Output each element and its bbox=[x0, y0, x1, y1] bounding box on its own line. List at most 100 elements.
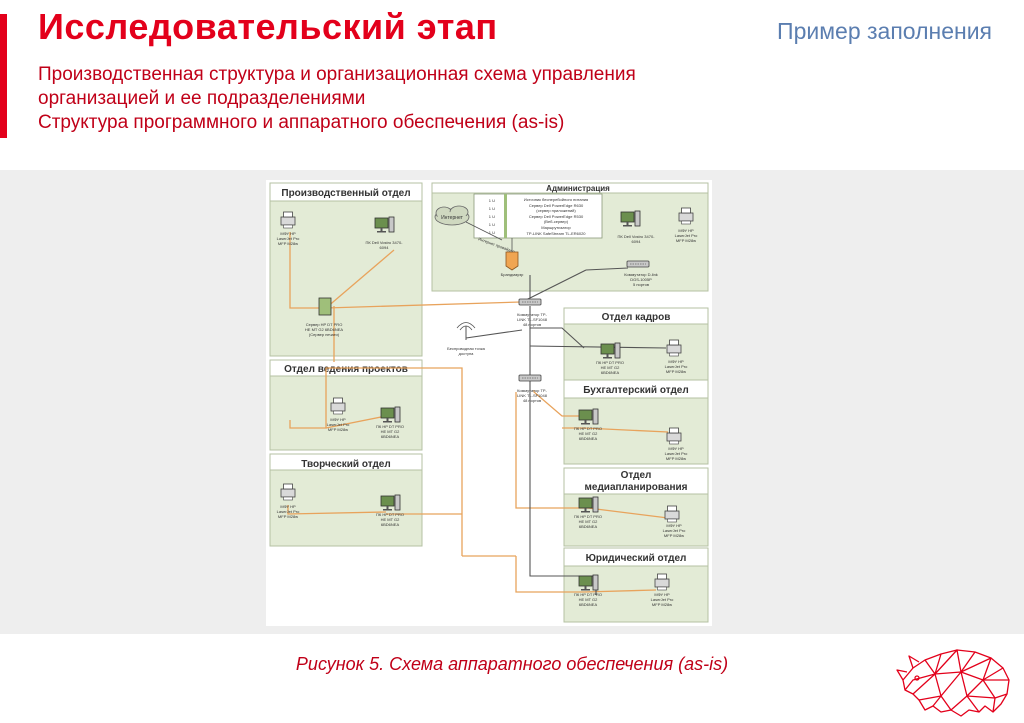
svg-text:HE MT G2: HE MT G2 bbox=[381, 517, 401, 522]
department-label: Администрация bbox=[546, 184, 610, 193]
svg-text:HE MT G2 6BD6NEA: HE MT G2 6BD6NEA bbox=[305, 327, 343, 332]
media-printer: МФУ HP LaserJet Pro MFP M28w bbox=[663, 505, 686, 538]
projects-pc: ПК HP DT PRO HE MT G2 6BD6NEA bbox=[376, 406, 404, 439]
switch-icon bbox=[518, 298, 542, 306]
subtitle-line: Производственная структура и организацио… bbox=[38, 64, 636, 85]
department-label: медиапланирования bbox=[585, 482, 688, 493]
department-box bbox=[269, 359, 423, 451]
accounting-printer: МФУ HP LaserJet Pro MFP M28w bbox=[665, 427, 688, 461]
svg-text:ПК HP DT PRO: ПК HP DT PRO bbox=[574, 426, 602, 431]
svg-text:1 U: 1 U bbox=[489, 206, 495, 211]
orange-cables bbox=[287, 232, 669, 593]
svg-text:MFP M28w: MFP M28w bbox=[666, 456, 686, 461]
svg-text:ПК Dell Vostro 3470-: ПК Dell Vostro 3470- bbox=[618, 234, 656, 239]
svg-text:ПК HP DT PRO: ПК HP DT PRO bbox=[376, 424, 404, 429]
page-title: Исследовательский этап bbox=[38, 6, 498, 47]
svg-text:6094: 6094 bbox=[632, 239, 642, 244]
svg-text:MFP M28w: MFP M28w bbox=[666, 369, 686, 374]
svg-text:6BD6NEA: 6BD6NEA bbox=[381, 522, 400, 527]
switch-secondary: Коммутатор TP- LINK TL-SF1048 48 портов bbox=[517, 374, 548, 403]
department-label: Бухгалтерский отдел bbox=[583, 385, 688, 396]
svg-text:HE MT G2: HE MT G2 bbox=[601, 365, 621, 370]
svg-text:1 U: 1 U bbox=[489, 222, 495, 227]
svg-text:LaserJet Pro: LaserJet Pro bbox=[277, 236, 300, 241]
svg-text:LaserJet Pro: LaserJet Pro bbox=[665, 364, 688, 369]
page-subtitle: Производственная структура и организацио… bbox=[38, 63, 798, 135]
svg-text:MFP M28w: MFP M28w bbox=[278, 241, 298, 246]
svg-text:MFP M28w: MFP M28w bbox=[278, 514, 298, 519]
svg-text:DGS-1005P: DGS-1005P bbox=[630, 277, 652, 282]
svg-text:(сервер приложений): (сервер приложений) bbox=[536, 208, 576, 213]
department-label: Творческий отдел bbox=[301, 459, 390, 470]
svg-text:LINK TL-SF1048: LINK TL-SF1048 bbox=[517, 317, 548, 322]
svg-text:доступа: доступа bbox=[459, 351, 475, 356]
legal-printer: МФУ HP LaserJet Pro MFP M28w bbox=[651, 573, 674, 607]
svg-text:MFP M28w: MFP M28w bbox=[328, 427, 348, 432]
switch-main: Коммутатор TP- LINK TL-SF1048 48 портов bbox=[517, 298, 548, 327]
admin-pc: ПК Dell Vostro 3470- 6094 bbox=[618, 210, 656, 244]
print-server: Сервер HP DT PRO HE MT G2 6BD6NEA (Серве… bbox=[305, 297, 343, 337]
svg-text:МФУ HP: МФУ HP bbox=[280, 231, 296, 236]
svg-text:Коммутатор D-link: Коммутатор D-link bbox=[624, 272, 658, 277]
svg-text:(Сервер печати): (Сервер печати) bbox=[309, 332, 340, 337]
svg-text:1 U: 1 U bbox=[489, 214, 495, 219]
svg-text:6BD6NEA: 6BD6NEA bbox=[381, 434, 400, 439]
department-label: Юридический отдел bbox=[586, 553, 687, 564]
media-pc: ПК HP DT PRO HE MT G2 6BD6NEA bbox=[574, 496, 602, 529]
svg-text:1 U: 1 U bbox=[489, 230, 495, 235]
figure-caption: Рисунок 5. Схема аппаратного обеспечения… bbox=[295, 654, 729, 674]
svg-text:Сервер Dell PowerEdge R530: Сервер Dell PowerEdge R530 bbox=[529, 214, 584, 219]
accent-bar bbox=[0, 14, 7, 138]
svg-text:LaserJet Pro: LaserJet Pro bbox=[277, 509, 300, 514]
svg-text:LaserJet Pro: LaserJet Pro bbox=[675, 233, 698, 238]
svg-text:ПК Dell Vostro 3470-: ПК Dell Vostro 3470- bbox=[366, 240, 404, 245]
prod-printer: МФУ HP LaserJet Pro MFP M28w bbox=[277, 211, 300, 246]
hr-printer: МФУ HP LaserJet Pro MFP M28w bbox=[665, 339, 688, 374]
svg-text:HE MT G2: HE MT G2 bbox=[579, 431, 599, 436]
svg-text:МФУ HP: МФУ HP bbox=[678, 228, 694, 233]
server-icon bbox=[318, 297, 332, 316]
svg-text:Брандмауэр: Брандмауэр bbox=[501, 272, 525, 277]
svg-text:ПК HP DT PRO: ПК HP DT PRO bbox=[596, 360, 624, 365]
department-box bbox=[563, 379, 709, 465]
svg-text:МФУ HP: МФУ HP bbox=[668, 359, 684, 364]
department-box bbox=[563, 467, 709, 547]
department-box bbox=[563, 307, 709, 383]
svg-text:LaserJet Pro: LaserJet Pro bbox=[327, 422, 350, 427]
svg-text:MFP M28w: MFP M28w bbox=[676, 238, 696, 243]
switch-icon bbox=[626, 260, 650, 268]
subtitle-line: Структура программного и аппаратного обе… bbox=[38, 112, 565, 133]
svg-text:Маршрутизатор: Маршрутизатор bbox=[541, 225, 571, 230]
svg-text:LaserJet Pro: LaserJet Pro bbox=[665, 451, 688, 456]
svg-text:48 портов: 48 портов bbox=[523, 398, 541, 403]
department-label: Отдел bbox=[621, 470, 652, 481]
rhino-logo bbox=[896, 649, 1010, 717]
creative-pc: ПК HP DT PRO HE MT G2 6BD6NEA bbox=[376, 494, 404, 527]
svg-text:5 портов: 5 портов bbox=[633, 282, 649, 287]
svg-text:МФУ HP: МФУ HP bbox=[330, 417, 346, 422]
svg-text:МФУ HP: МФУ HP bbox=[280, 504, 296, 509]
admin-printer: МФУ HP LaserJet Pro MFP M28w bbox=[675, 207, 698, 243]
svg-text:МФУ HP: МФУ HP bbox=[668, 446, 684, 451]
projects-printer: МФУ HP LaserJet Pro MFP M28w bbox=[327, 397, 350, 432]
wifi-icon bbox=[459, 325, 473, 331]
svg-text:6BD6NEA: 6BD6NEA bbox=[601, 370, 620, 375]
svg-text:6BD6NEA: 6BD6NEA bbox=[579, 524, 598, 529]
svg-text:TP-LINK SafeStream TL-ER6020: TP-LINK SafeStream TL-ER6020 bbox=[526, 231, 586, 236]
firewall-icon: Брандмауэр bbox=[501, 251, 525, 277]
accounting-pc: ПК HP DT PRO HE MT G2 6BD6NEA bbox=[574, 408, 602, 441]
svg-text:МФУ HP: МФУ HP bbox=[654, 592, 670, 597]
hr-pc: ПК HP DT PRO HE MT G2 6BD6NEA bbox=[596, 342, 624, 375]
legal-pc: ПК HP DT PRO HE MT G2 6BD6NEA bbox=[574, 574, 602, 607]
svg-text:LaserJet Pro: LaserJet Pro bbox=[651, 597, 674, 602]
svg-text:1 U: 1 U bbox=[489, 198, 495, 203]
svg-text:LaserJet Pro: LaserJet Pro bbox=[663, 528, 686, 533]
svg-text:Сервер Dell PowerEdge R630: Сервер Dell PowerEdge R630 bbox=[529, 203, 584, 208]
subtitle-line: организацией и ее подразделениями bbox=[38, 88, 366, 109]
department-label: Производственный отдел bbox=[281, 188, 410, 199]
svg-text:ПК HP DT PRO: ПК HP DT PRO bbox=[574, 514, 602, 519]
svg-text:(Веб-сервер): (Веб-сервер) bbox=[544, 219, 569, 224]
department-label: Отдел ведения проектов bbox=[284, 364, 408, 375]
svg-text:Интернет: Интернет bbox=[441, 215, 464, 221]
svg-text:HE MT G2: HE MT G2 bbox=[579, 597, 599, 602]
